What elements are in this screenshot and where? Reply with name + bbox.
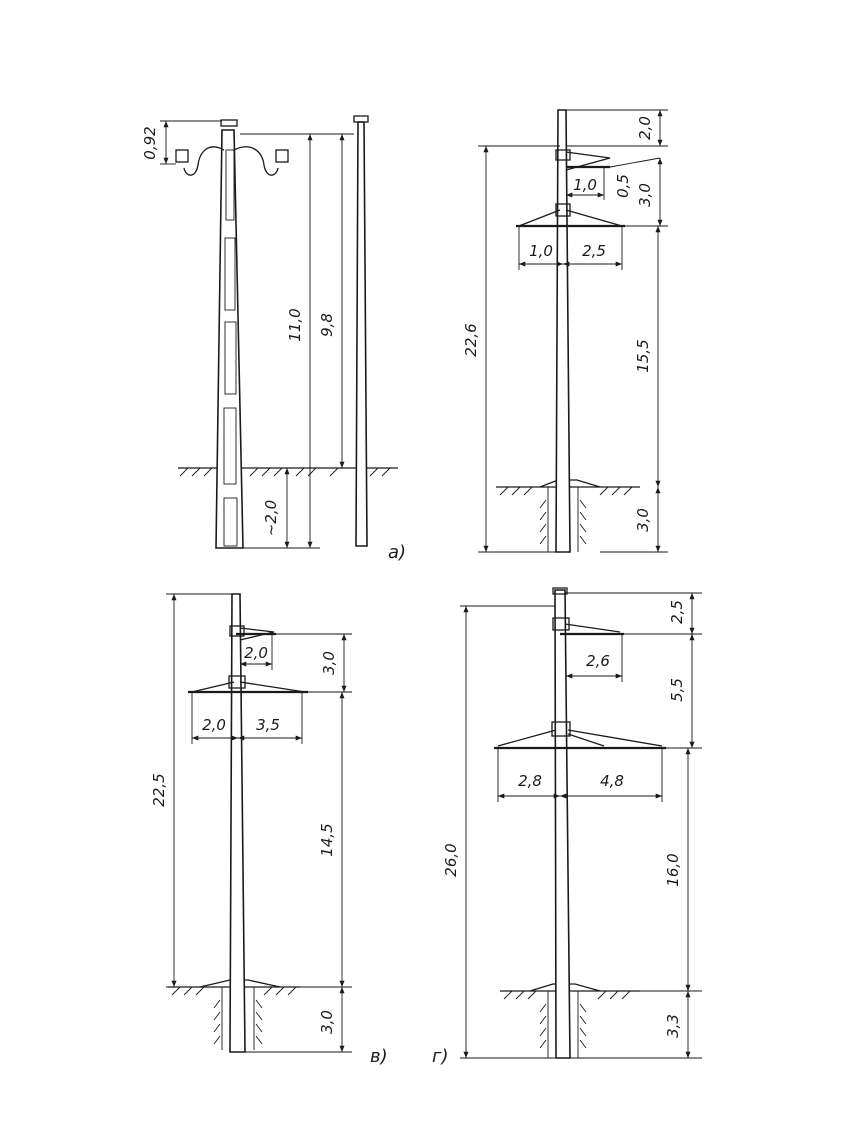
panel-v: 22,5 2,0 3,0 2,0 3,5 14,5 3,0 в) bbox=[150, 593, 388, 1067]
dim-b-upper-arm: 1,0 bbox=[573, 176, 597, 194]
dims-g: 2,5 2,6 5,5 2,8 4,8 26,0 16,0 3,3 bbox=[442, 592, 702, 1059]
dim-a-top: 0,92 bbox=[141, 126, 159, 159]
pole-a-front bbox=[175, 119, 289, 549]
dim-g-top: 2,5 bbox=[668, 600, 686, 624]
dim-v-left-arm: 2,0 bbox=[202, 716, 226, 734]
dim-v-underground: 3,0 bbox=[318, 1010, 336, 1034]
dim-a-total: 11,0 bbox=[286, 308, 304, 341]
dim-g-clear: 16,0 bbox=[664, 853, 682, 886]
dim-a-above: 9,8 bbox=[318, 313, 336, 337]
dim-g-spacing: 5,5 bbox=[668, 678, 686, 702]
dim-b-clear: 15,5 bbox=[634, 339, 652, 372]
dim-g-left-arm: 2,8 bbox=[518, 772, 542, 790]
panel-g-label: г) bbox=[432, 1046, 448, 1067]
panel-v-label: в) bbox=[370, 1046, 388, 1067]
dim-v-clear: 14,5 bbox=[318, 823, 336, 856]
dim-b-spacing: 3,0 bbox=[636, 183, 654, 207]
dim-b-left-arm: 1,0 bbox=[529, 242, 553, 260]
dim-v-total: 22,5 bbox=[150, 773, 168, 806]
panel-g: 2,5 2,6 5,5 2,8 4,8 26,0 16,0 3,3 г) bbox=[432, 587, 702, 1067]
dim-a-underground: ~2,0 bbox=[262, 500, 280, 536]
pole-g bbox=[494, 587, 666, 1059]
dim-g-right-arm: 4,8 bbox=[600, 772, 624, 790]
dim-v-upper-arm: 2,0 bbox=[244, 644, 268, 662]
dim-b-right-arm: 2,5 bbox=[582, 242, 606, 260]
panel-a-label: а) bbox=[388, 542, 406, 563]
pole-b bbox=[516, 109, 625, 553]
dim-v-right-arm: 3,5 bbox=[256, 716, 280, 734]
dim-v-spacing: 3,0 bbox=[320, 651, 338, 675]
pole-v bbox=[188, 593, 308, 1053]
panel-b: 22,6 2,0 1,0 0,5 3,0 1,0 2,5 15,5 3,0 bbox=[462, 109, 668, 553]
dims-v: 22,5 2,0 3,0 2,0 3,5 14,5 3,0 bbox=[150, 593, 352, 1053]
dims-b: 22,6 2,0 1,0 0,5 3,0 1,0 2,5 15,5 3,0 bbox=[462, 109, 668, 553]
dim-g-underground: 3,3 bbox=[664, 1014, 682, 1038]
dim-b-underground: 3,0 bbox=[634, 508, 652, 532]
dims-a: 0,92 11,0 9,8 ~2,0 bbox=[141, 120, 354, 549]
dim-b-total: 22,6 bbox=[462, 323, 480, 356]
panel-a: 0,92 11,0 9,8 ~2,0 а) bbox=[141, 115, 406, 563]
pole-a-side bbox=[353, 115, 369, 547]
dim-g-upper-arm: 2,6 bbox=[586, 652, 610, 670]
dim-b-top: 2,0 bbox=[636, 116, 654, 140]
dim-g-total: 26,0 bbox=[442, 843, 460, 876]
dim-b-gap: 0,5 bbox=[614, 174, 632, 198]
